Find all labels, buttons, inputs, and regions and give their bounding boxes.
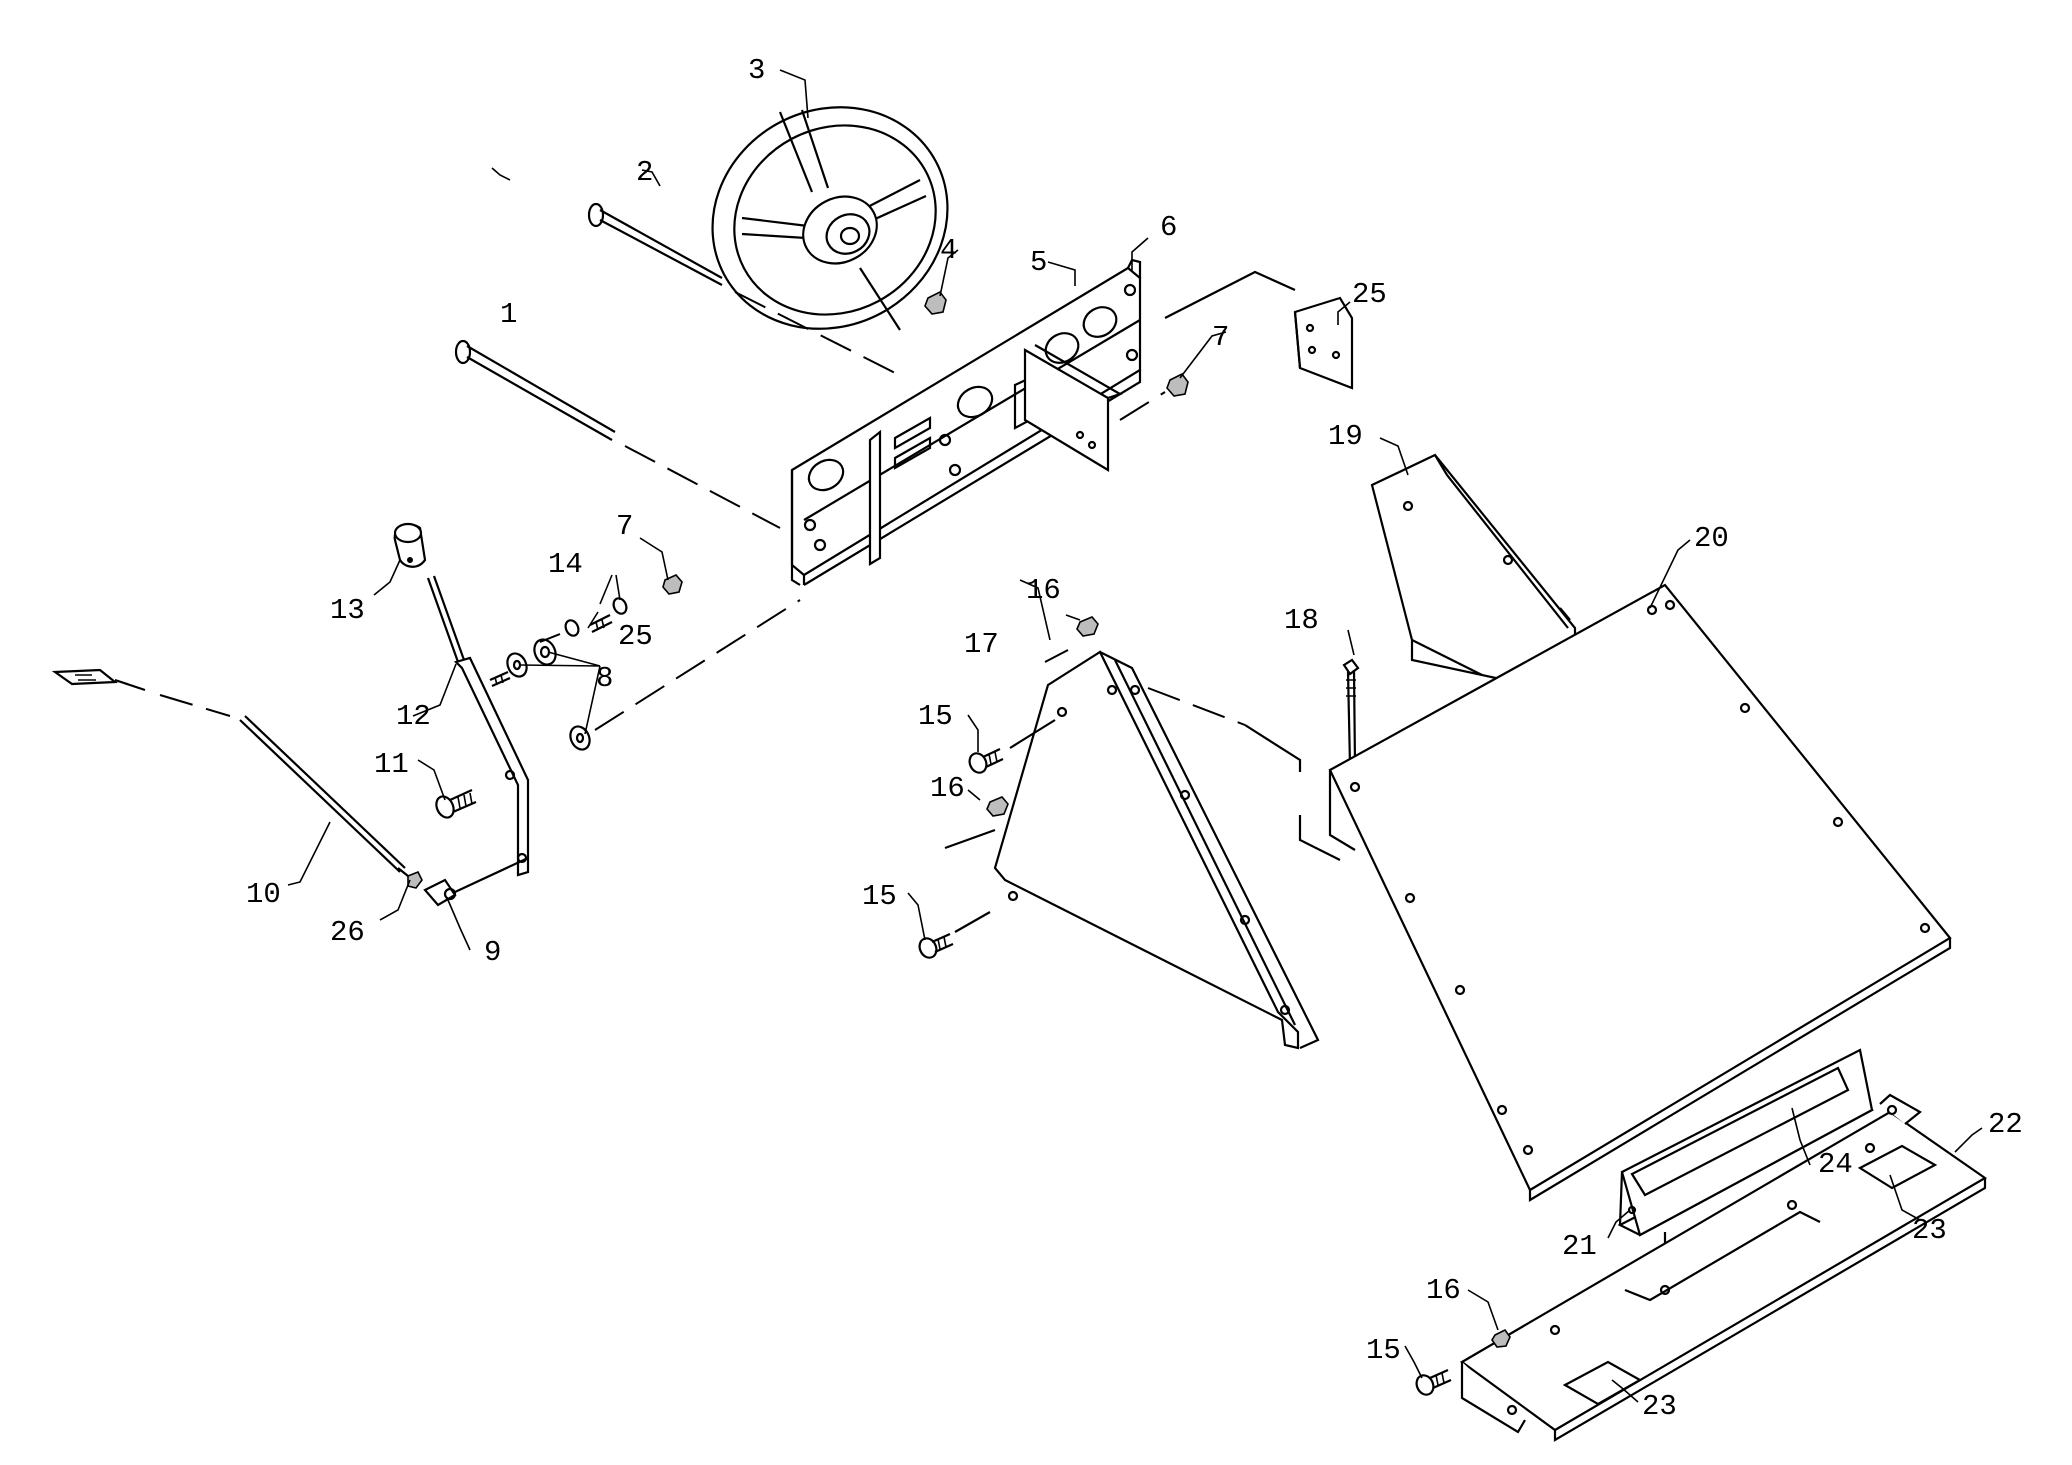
steering-wheel-part	[711, 106, 949, 331]
washers-8-part	[489, 638, 591, 751]
lever-axis-line	[594, 599, 801, 731]
callout-18: 18	[1284, 604, 1319, 637]
floor-plate-part	[1328, 583, 1952, 1202]
shift-knob-part	[393, 522, 427, 568]
callout-24: 24	[1818, 1148, 1853, 1181]
callout-23-b: 23	[1642, 1390, 1677, 1423]
callout-5: 5	[1030, 246, 1047, 279]
callout-labels: 1 2 3 4 5 6 7 7 8 9 10 11 12 13 14 15 15…	[246, 54, 2023, 1423]
bolt-18-part	[1342, 658, 1360, 766]
callout-9: 9	[484, 936, 501, 969]
callout-1: 1	[500, 298, 517, 331]
callout-16-c: 16	[1426, 1274, 1461, 1307]
callout-19: 19	[1328, 420, 1363, 453]
callout-26: 26	[330, 916, 365, 949]
dash-panel-part	[790, 258, 1142, 586]
callout-15-c: 15	[1366, 1334, 1401, 1367]
callout-7-lower: 7	[616, 510, 633, 543]
callout-25-a: 25	[1352, 278, 1387, 311]
lower-rod-part	[454, 339, 781, 529]
bracket-upper-part	[1164, 270, 1354, 390]
callout-13: 13	[330, 594, 365, 627]
console-21-24-part	[1617, 1048, 1874, 1260]
base-bracket-part	[1415, 1093, 1988, 1442]
callout-4: 4	[940, 234, 957, 267]
callout-3: 3	[748, 54, 765, 87]
callout-21: 21	[1562, 1230, 1597, 1263]
washers-14-part	[564, 597, 628, 637]
bolt-11-part	[435, 788, 477, 819]
lever-axis-line-2	[539, 633, 561, 643]
bolts-15-16-part	[918, 616, 1099, 959]
callout-leaders	[287, 69, 1983, 1403]
callout-11: 11	[374, 748, 409, 781]
callout-10: 10	[246, 878, 281, 911]
callout-14: 14	[548, 548, 583, 581]
callout-25-b: 25	[618, 620, 653, 653]
nut-7-upper-part	[1119, 372, 1189, 421]
callout-23-a: 23	[1912, 1214, 1947, 1247]
shift-lever-part	[426, 575, 530, 877]
callout-8: 8	[596, 662, 613, 695]
callout-16-a: 16	[1026, 574, 1061, 607]
callout-2: 2	[636, 156, 653, 189]
shift-rod-part	[51, 668, 409, 877]
callout-7-upper: 7	[1212, 321, 1229, 354]
callout-22: 22	[1988, 1108, 2023, 1141]
clevis-9-part	[423, 857, 529, 907]
callout-20: 20	[1694, 522, 1729, 555]
callout-15-b: 15	[862, 880, 897, 913]
nut-4-part	[924, 290, 947, 315]
callout-17: 17	[964, 628, 999, 661]
callout-6: 6	[1160, 211, 1177, 244]
callout-12: 12	[396, 700, 431, 733]
side-panel-part	[944, 649, 1341, 1050]
nut-7-lower-part	[662, 574, 683, 595]
nut-26-part	[407, 870, 423, 889]
callout-15-a: 15	[918, 700, 953, 733]
upper-rod-part	[587, 202, 906, 379]
callout-16-b: 16	[930, 772, 965, 805]
